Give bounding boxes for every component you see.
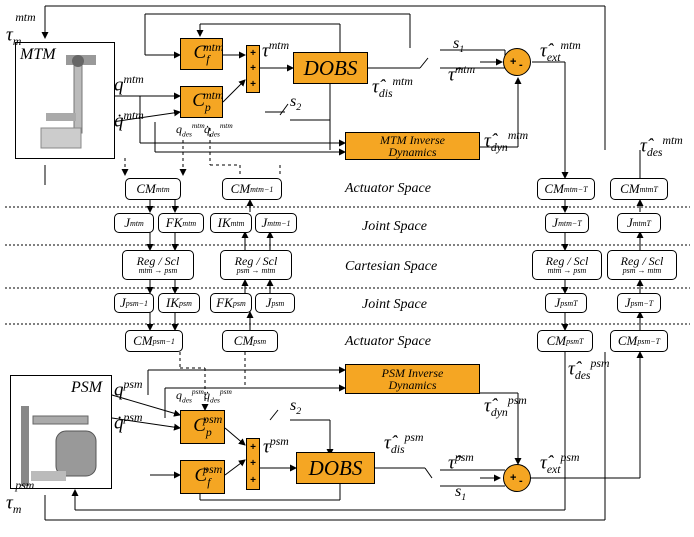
sum-column-psm: +++ [246, 438, 260, 490]
s2-bottom-label: s2 [290, 398, 301, 417]
qdot-mtm-label: q̇mtm [114, 110, 144, 130]
q-des-psm-label: qdespsm [176, 388, 204, 404]
actuator-space-bottom-label: Actuator Space [345, 334, 431, 350]
tau-dis-psm-label: τ̂dispsm [384, 432, 424, 456]
q-psm-label: qpsm [114, 379, 142, 399]
mtm-label: MTM [20, 47, 56, 63]
tau-des-mtm-label: τ̂desmtm [640, 135, 683, 159]
mtm-robot: MTM [15, 42, 115, 159]
dobs-mtm-block: DOBS [293, 52, 368, 84]
joint-space-top-label: Joint Space [362, 219, 427, 235]
q-des-mtm-label: qdesmtm [176, 122, 205, 138]
psm-robot: PSM [10, 375, 112, 489]
q-mtm-label: qmtm [114, 74, 144, 94]
tau-ext-mtm-label: τ̂extmtm [540, 40, 581, 64]
tau-dyn-psm-label: τ̂dynpsm [484, 395, 527, 419]
s1-top-label: s1 [453, 36, 464, 55]
tau-m-mtm-label: τmmtm [6, 24, 42, 48]
mtm-inverse-dynamics-block: MTM Inverse Dynamics [345, 132, 480, 160]
s2-top-label: s2 [290, 94, 301, 113]
qdot-des-psm-label: q̇despsm [204, 388, 232, 404]
sum-circle-psm: +- [503, 464, 531, 492]
s1-bottom-label: s1 [455, 484, 466, 503]
cartesian-space-label: Cartesian Space [345, 259, 437, 275]
tau-psm-label: τpsm [263, 436, 289, 456]
dobs-psm-block: DOBS [296, 452, 375, 484]
sum-circle-mtm: +- [503, 48, 531, 76]
qdot-des-mtm-label: q̇desmtm [204, 122, 233, 138]
tau-ext-psm-label: τ̂extpsm [540, 452, 580, 476]
tau-hat-mtm-label: τ̂mtm [448, 64, 475, 84]
sum-column-mtm: +++ [246, 45, 260, 93]
tau-mtm-label: τmtm [262, 40, 289, 60]
joint-space-bottom-label: Joint Space [362, 297, 427, 313]
tau-dis-mtm-label: τ̂dismtm [372, 76, 413, 100]
psm-label: PSM [71, 380, 102, 396]
psm-inverse-dynamics-block: PSM Inverse Dynamics [345, 364, 480, 394]
actuator-space-top-label: Actuator Space [345, 181, 431, 197]
tau-dyn-mtm-label: τ̂dynmtm [484, 130, 528, 154]
qdot-psm-label: q̇psm [114, 412, 142, 432]
tau-des-psm-label: τ̂despsm [568, 358, 609, 382]
tau-m-psm-label: τmpsm [6, 492, 40, 516]
tau-hat-psm-label: τ̂psm [448, 452, 474, 472]
